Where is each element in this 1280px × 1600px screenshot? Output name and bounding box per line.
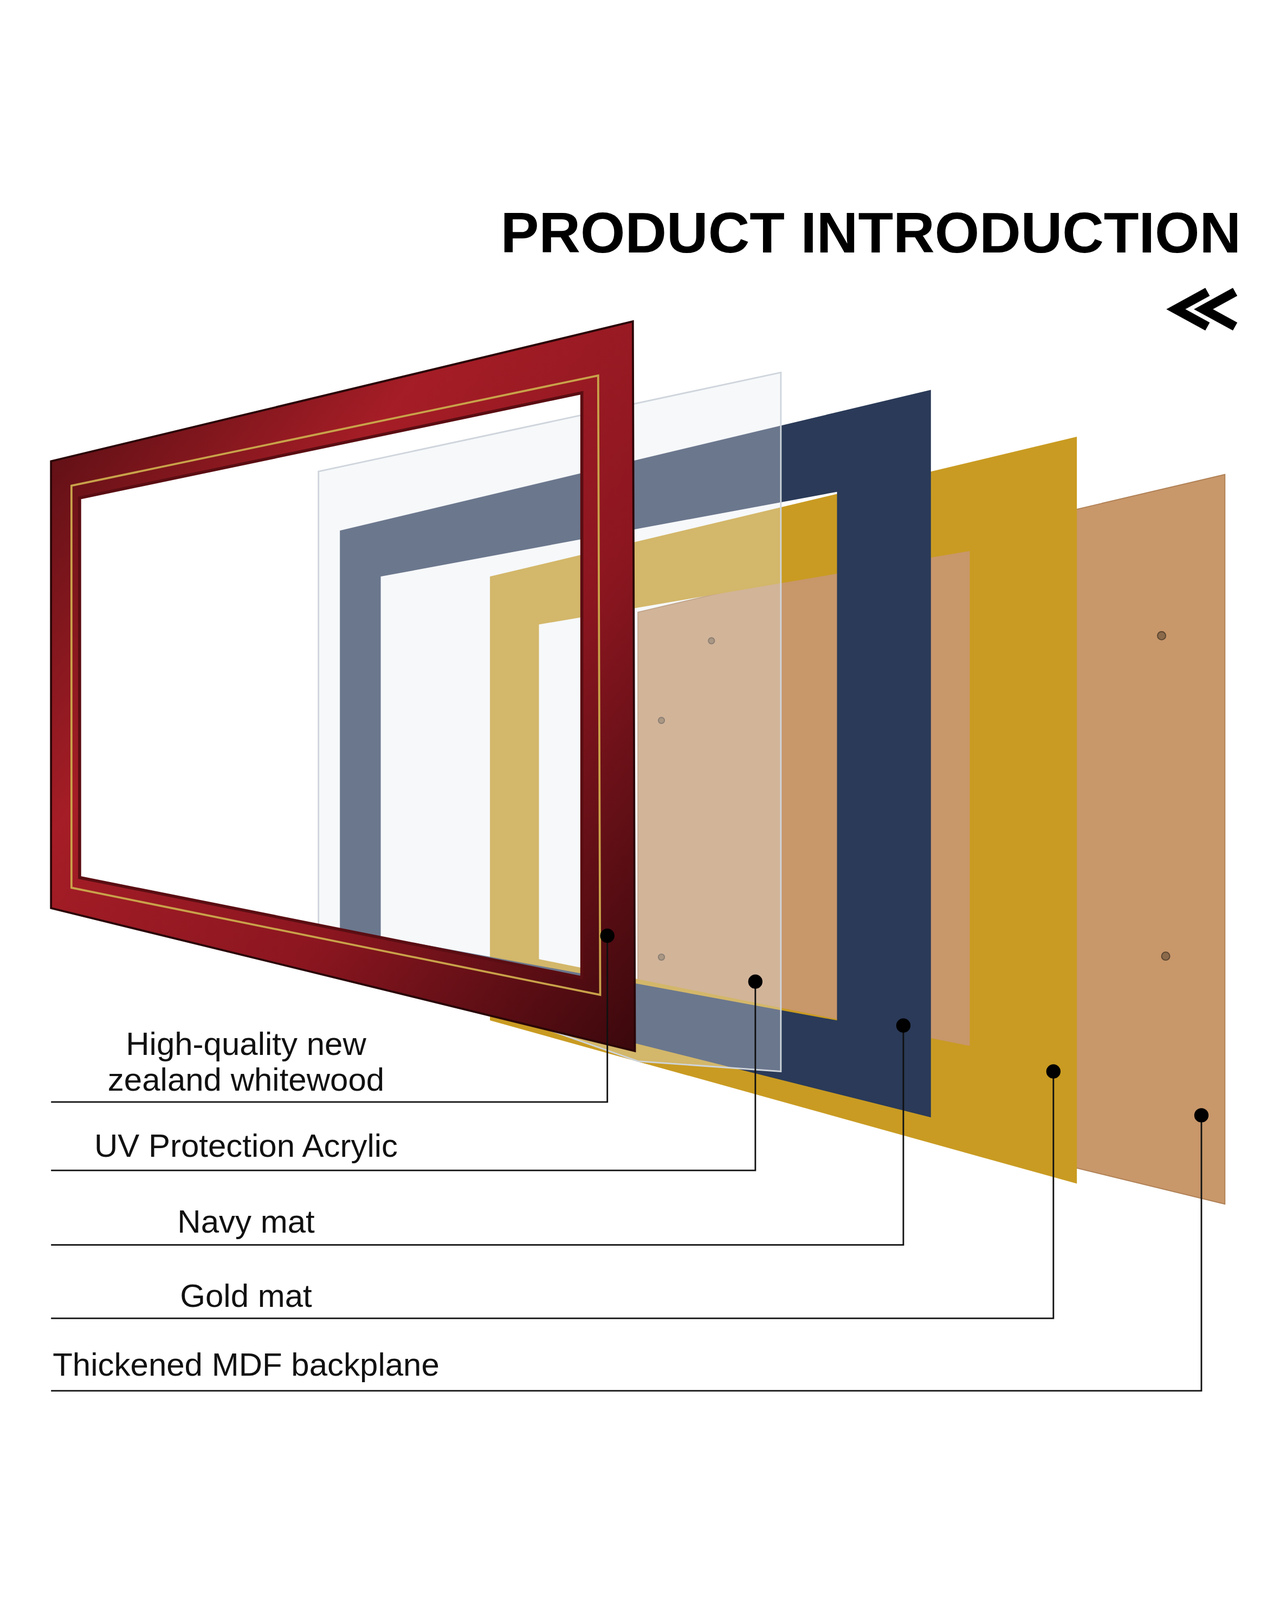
callout-label: UV Protection Acrylic: [23, 1128, 469, 1165]
callout-dots: [600, 928, 1210, 1123]
wood-frame: [50, 321, 635, 1052]
callout-label: Navy mat: [23, 1204, 469, 1240]
callout-label: High-quality new zealand whitewood: [68, 1026, 424, 1098]
page-title: PRODUCT INTRODUCTION: [500, 203, 1241, 262]
frame-gold-line: [71, 375, 601, 995]
chevron-symbol: [1175, 292, 1236, 327]
frame-edge: [50, 321, 635, 1052]
callout-label: Gold mat: [23, 1278, 469, 1315]
frame-inner-edge: [79, 392, 583, 978]
callout-label: Thickened MDF backplane: [23, 1347, 469, 1383]
